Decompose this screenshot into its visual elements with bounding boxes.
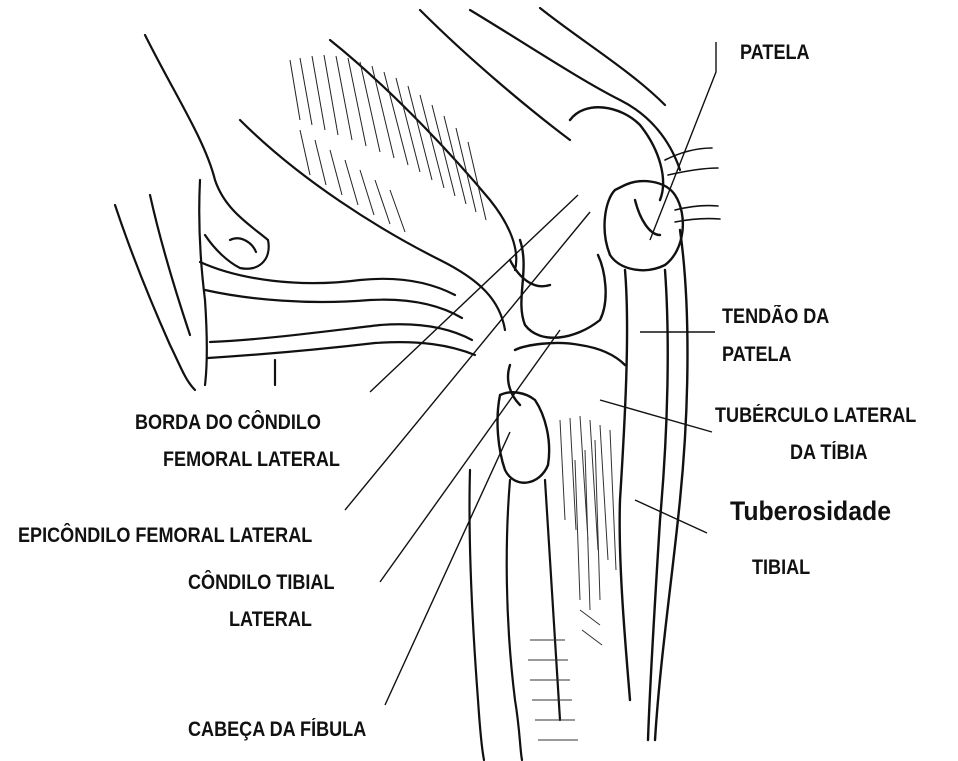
label-borda-line2: FEMORAL LATERAL	[163, 447, 340, 473]
label-tuberosidade-line2: TIBIAL	[752, 555, 810, 581]
label-tendao-line1: TENDÃO DA	[722, 304, 829, 330]
label-patela: PATELA	[740, 40, 810, 66]
label-condilo-line2: LATERAL	[229, 607, 312, 633]
label-condilo-line1: CÔNDILO TIBIAL	[188, 570, 334, 596]
thigh	[240, 8, 680, 330]
label-cabeca-da-fibula: CABEÇA DA FÍBULA	[188, 717, 366, 743]
leader-lines	[345, 42, 716, 705]
label-tuberculo-line2: DA TÍBIA	[790, 440, 868, 466]
thigh-hatching	[290, 55, 486, 232]
knee-bones	[498, 107, 688, 740]
label-epicondilo: EPICÔNDILO FEMORAL LATERAL	[18, 523, 312, 549]
shin-shading	[528, 416, 616, 740]
label-tendao-line2: PATELA	[722, 342, 792, 368]
label-tuberosidade-line1: Tuberosidade	[730, 498, 891, 524]
tendon-strands	[665, 148, 720, 222]
label-tuberculo-line1: TUBÉRCULO LATERAL	[715, 403, 916, 429]
label-borda-line1: BORDA DO CÔNDILO	[135, 410, 321, 436]
shin	[469, 470, 560, 760]
